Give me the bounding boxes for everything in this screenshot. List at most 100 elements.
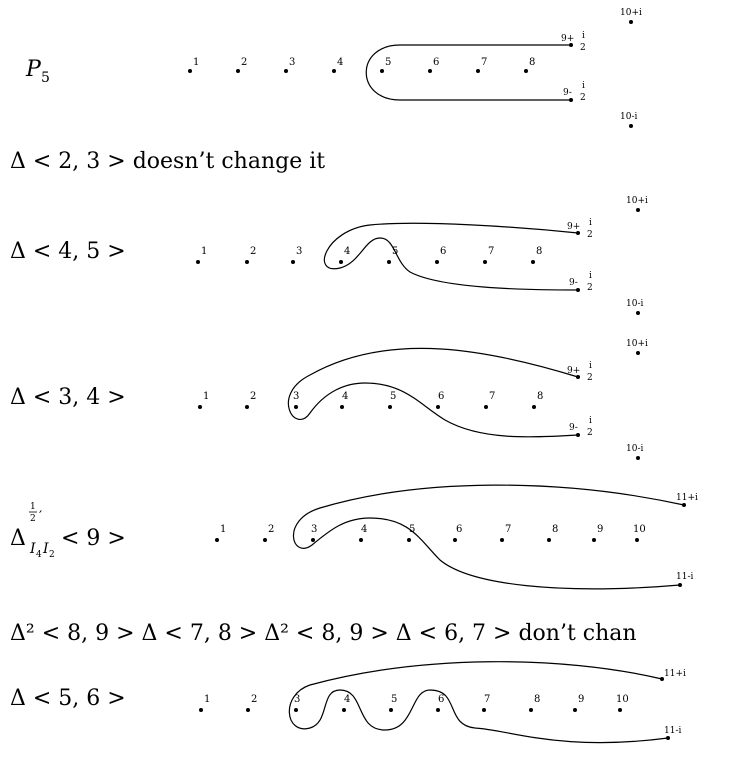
point-label: 3 bbox=[289, 57, 295, 68]
point-label: 9 bbox=[597, 524, 603, 535]
corner-bottom-label: 10-i bbox=[626, 444, 643, 454]
point-label: 3 bbox=[296, 246, 302, 257]
row-label-sub-4: 4 bbox=[36, 550, 42, 560]
point-label: 8 bbox=[536, 246, 542, 257]
point-row: 1 2 3 4 5 6 7 8 bbox=[198, 391, 543, 409]
row-label-frac-num: 1 bbox=[30, 502, 36, 512]
point-dot bbox=[529, 708, 533, 712]
row-delta-4-5: Δ < 4, 5 > 1 2 3 4 5 6 7 8 9+ i 2 9- i 2… bbox=[10, 196, 648, 315]
endpoint-lower-label: 9- bbox=[569, 423, 578, 433]
point-dot bbox=[342, 708, 346, 712]
point-dot bbox=[332, 69, 336, 73]
point-dot bbox=[576, 433, 580, 437]
point-dot bbox=[407, 538, 411, 542]
row-label-p: P bbox=[25, 57, 42, 82]
point-dot bbox=[636, 311, 640, 315]
point-dot bbox=[199, 708, 203, 712]
corner-top-label: 10+i bbox=[626, 339, 648, 349]
point-dot bbox=[531, 260, 535, 264]
point-label: 4 bbox=[342, 391, 348, 402]
point-dot bbox=[636, 208, 640, 212]
loop-curve bbox=[292, 484, 685, 590]
point-label: 7 bbox=[488, 246, 494, 257]
half-den: 2 bbox=[580, 93, 586, 103]
point-dot bbox=[436, 708, 440, 712]
point-dot bbox=[592, 538, 596, 542]
point-row: 1 2 3 4 5 6 7 8 bbox=[188, 57, 535, 73]
point-dot bbox=[484, 405, 488, 409]
point-dot bbox=[435, 260, 439, 264]
row-label-prime: ′ bbox=[39, 509, 42, 525]
point-dot bbox=[576, 375, 580, 379]
point-dot bbox=[635, 538, 639, 542]
point-dot bbox=[666, 736, 670, 740]
point-label: 1 bbox=[201, 246, 207, 257]
row-delta-3-4: Δ < 3, 4 > 1 2 3 4 5 6 7 8 9+ i 2 9- i 2… bbox=[10, 339, 648, 460]
point-label: 7 bbox=[484, 694, 490, 705]
point-label: 4 bbox=[344, 694, 350, 705]
half-num: i bbox=[589, 218, 592, 228]
point-label: 6 bbox=[456, 524, 462, 535]
point-dot bbox=[524, 69, 528, 73]
point-dot bbox=[245, 405, 249, 409]
point-label: 2 bbox=[251, 694, 257, 705]
row-label-sub-i: I bbox=[29, 541, 36, 557]
point-dot bbox=[500, 538, 504, 542]
point-dot bbox=[380, 69, 384, 73]
point-label: 5 bbox=[409, 524, 415, 535]
point-label: 8 bbox=[552, 524, 558, 535]
point-dot bbox=[291, 260, 295, 264]
endpoint-upper-label: 9+ bbox=[567, 222, 580, 232]
point-label: 3 bbox=[293, 391, 299, 402]
point-label: 3 bbox=[311, 524, 317, 535]
half-den: 2 bbox=[587, 428, 593, 438]
point-label: 6 bbox=[438, 694, 444, 705]
endpoint-bottom-label: 11-i bbox=[676, 572, 693, 582]
half-num: i bbox=[589, 271, 592, 281]
row-delta-half: Δ 1 2 ′ I 4 I 2 < 9 > 1 2 3 4 5 6 7 8 9 … bbox=[10, 484, 698, 590]
endpoint-upper-label: 9+ bbox=[567, 366, 580, 376]
corner-top-dot bbox=[629, 20, 633, 24]
point-label: 9 bbox=[578, 694, 584, 705]
half-den: 2 bbox=[587, 230, 593, 240]
point-label: 1 bbox=[203, 391, 209, 402]
row-label-p-sub: 5 bbox=[41, 70, 50, 86]
row-label-rest: < 9 > bbox=[61, 526, 126, 551]
point-label: 2 bbox=[268, 524, 274, 535]
half-num: i bbox=[582, 31, 585, 41]
point-label: 6 bbox=[433, 57, 439, 68]
half-den: 2 bbox=[587, 283, 593, 293]
point-dot bbox=[340, 405, 344, 409]
point-label: 7 bbox=[505, 524, 511, 535]
endpoint-lower-label: 9- bbox=[563, 88, 572, 98]
row-p5: P 5 1 2 3 4 5 6 7 8 9+ i 2 9- i 2 10+i 1… bbox=[25, 8, 642, 128]
row-label: Δ < 3, 4 > bbox=[10, 385, 126, 410]
point-dot bbox=[311, 538, 315, 542]
loop-curve bbox=[365, 44, 571, 101]
point-label: 4 bbox=[361, 524, 367, 535]
point-dot bbox=[359, 538, 363, 542]
point-label: 8 bbox=[534, 694, 540, 705]
point-dot bbox=[389, 708, 393, 712]
point-row: 1 2 3 4 5 6 7 8 9 10 bbox=[215, 524, 646, 542]
point-dot bbox=[428, 69, 432, 73]
point-dot bbox=[453, 538, 457, 542]
note-delta-2-3: Δ < 2, 3 > doesn’t change it bbox=[10, 149, 325, 174]
point-label: 6 bbox=[438, 391, 444, 402]
corner-top-label: 10+i bbox=[620, 8, 642, 18]
point-dot bbox=[294, 708, 298, 712]
point-label: 2 bbox=[250, 391, 256, 402]
half-den: 2 bbox=[587, 373, 593, 383]
point-dot bbox=[636, 351, 640, 355]
point-dot bbox=[388, 405, 392, 409]
row-label-sub-i: I bbox=[42, 541, 49, 557]
point-label: 1 bbox=[220, 524, 226, 535]
half-num: i bbox=[589, 361, 592, 371]
point-dot bbox=[532, 405, 536, 409]
point-label: 4 bbox=[337, 57, 343, 68]
point-label: 10 bbox=[633, 524, 646, 535]
point-dot bbox=[198, 405, 202, 409]
half-den: 2 bbox=[580, 43, 586, 53]
endpoint-lower-dot bbox=[569, 98, 573, 102]
point-label: 1 bbox=[204, 694, 210, 705]
